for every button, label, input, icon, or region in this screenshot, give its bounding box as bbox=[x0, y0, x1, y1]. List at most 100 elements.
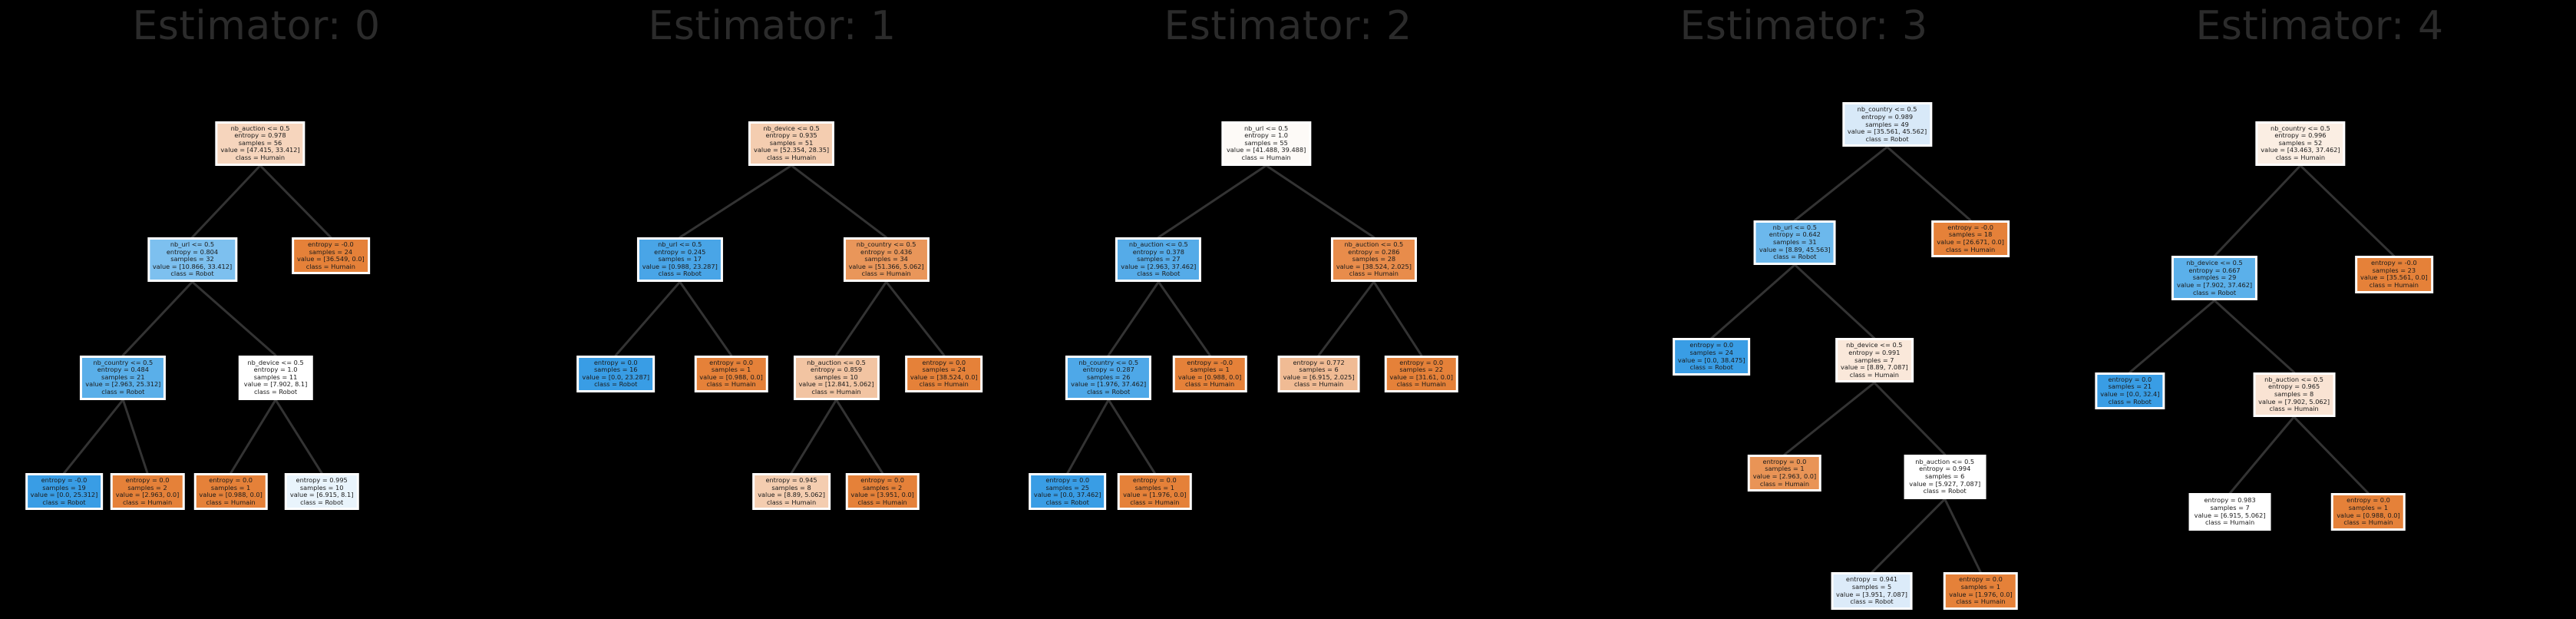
tree-node-line: samples = 26 bbox=[1086, 372, 1131, 381]
tree-node-line: nb_device <= 0.5 bbox=[247, 358, 304, 366]
tree-node-line: value = [0.0, 25.312] bbox=[30, 491, 98, 499]
tree-node-line: nb_country <= 0.5 bbox=[1857, 105, 1917, 114]
tree-node-line: class = Humain bbox=[2204, 518, 2255, 527]
tree-node-line: value = [8.89, 5.062] bbox=[758, 491, 825, 499]
tree-node-line: samples = 10 bbox=[299, 483, 344, 492]
tree-node-line: entropy = -0.0 bbox=[1947, 223, 1993, 231]
tree-node-line: value = [1.976, 0.0] bbox=[1949, 590, 2013, 598]
tree-node-line: nb_country <= 0.5 bbox=[2271, 124, 2330, 132]
tree-node-line: value = [6.915, 5.062] bbox=[2194, 511, 2266, 519]
tree-node-line: value = [2.963, 0.0] bbox=[115, 491, 180, 499]
tree-edges bbox=[2129, 164, 2396, 495]
tree-node-line: entropy = 0.935 bbox=[765, 131, 817, 140]
tree-node-line: samples = 55 bbox=[1244, 138, 1288, 147]
tree-node-line: entropy = 0.0 bbox=[2108, 375, 2152, 383]
tree-node-line: value = [41.488, 39.488] bbox=[1226, 146, 1306, 154]
tree-node-line: entropy = 0.941 bbox=[1845, 575, 1898, 584]
tree-node-line: samples = 8 bbox=[771, 483, 811, 492]
tree-node-line: samples = 10 bbox=[814, 372, 858, 381]
tree-node-line: value = [31.61, 0.0] bbox=[1389, 372, 1453, 381]
estimator-title: Estimator: 1 bbox=[648, 3, 897, 49]
tree-node-line: class = Robot bbox=[42, 498, 86, 506]
tree-node-line: entropy = 0.0 bbox=[1762, 457, 1807, 465]
tree-node-line: class = Humain bbox=[1956, 597, 2006, 606]
tree-node-line: value = [0.988, 0.0] bbox=[199, 491, 263, 499]
tree-node-line: value = [12.841, 5.062] bbox=[798, 380, 874, 389]
tree-node-line: class = Robot bbox=[300, 498, 344, 506]
tree-node-line: entropy = 0.983 bbox=[2204, 496, 2256, 505]
tree-node-line: entropy = 0.286 bbox=[1348, 247, 1400, 256]
tree-node-line: entropy = 0.859 bbox=[810, 366, 863, 374]
tree-node-line: value = [0.0, 32.4] bbox=[2100, 389, 2160, 398]
tree-node-line: samples = 25 bbox=[1045, 483, 1090, 492]
tree-node-line: value = [38.524, 0.0] bbox=[910, 372, 978, 381]
tree-node-line: entropy = -0.0 bbox=[41, 476, 88, 485]
tree-node-line: nb_country <= 0.5 bbox=[93, 358, 154, 366]
tree-node-line: class = Robot bbox=[2192, 288, 2237, 296]
tree-node-line: class = Robot bbox=[170, 270, 214, 278]
tree-node-line: class = Robot bbox=[1045, 498, 1089, 506]
tree-node-line: entropy = 0.642 bbox=[1769, 230, 1821, 239]
tree-node-line: value = [1.976, 37.462] bbox=[1071, 380, 1147, 389]
tree-node-line: entropy = 0.0 bbox=[922, 358, 966, 366]
tree-node-line: samples = 19 bbox=[42, 483, 86, 492]
tree-node-line: nb_url <= 0.5 bbox=[170, 240, 215, 249]
estimator-title: Estimator: 2 bbox=[1164, 3, 1412, 49]
tree-node-line: nb_device <= 0.5 bbox=[1846, 341, 1903, 349]
tree-node-line: entropy = 0.965 bbox=[2268, 382, 2320, 391]
tree-node-line: entropy = 0.772 bbox=[1293, 358, 1345, 366]
tree-node-line: value = [6.915, 8.1] bbox=[289, 491, 354, 499]
tree-node-line: samples = 22 bbox=[1399, 366, 1443, 374]
tree-node-line: class = Humain bbox=[1241, 153, 1291, 161]
tree-node-line: value = [38.524, 2.025] bbox=[1336, 262, 1412, 270]
tree-node-line: entropy = 0.378 bbox=[1132, 247, 1184, 256]
tree-node-line: samples = 29 bbox=[2192, 273, 2237, 282]
tree-node-line: value = [0.988, 23.287] bbox=[642, 262, 718, 270]
tree-node-line: class = Humain bbox=[857, 498, 907, 506]
tree-node-line: class = Humain bbox=[235, 153, 286, 161]
tree-node-line: nb_auction <= 0.5 bbox=[1915, 457, 1975, 465]
tree-node-line: class = Humain bbox=[2275, 153, 2326, 161]
tree-node-line: class = Robot bbox=[1087, 387, 1131, 396]
tree-edges bbox=[614, 164, 946, 475]
tree-node-line: class = Humain bbox=[305, 262, 355, 270]
tree-node-line: value = [43.463, 37.462] bbox=[2261, 146, 2340, 154]
tree-node-line: samples = 11 bbox=[253, 372, 298, 381]
tree-node-line: value = [47.415, 33.412] bbox=[220, 146, 300, 154]
tree-node-line: value = [1.976, 0.0] bbox=[1123, 491, 1187, 499]
tree-node-line: samples = 34 bbox=[864, 255, 908, 263]
tree-node-line: samples = 21 bbox=[2108, 382, 2152, 391]
tree-edges bbox=[1710, 145, 1982, 574]
tree-node-line: nb_auction <= 0.5 bbox=[1344, 240, 1404, 249]
tree-node-line: value = [6.915, 2.025] bbox=[1283, 372, 1355, 381]
tree-node-line: nb_country <= 0.5 bbox=[1078, 358, 1139, 366]
